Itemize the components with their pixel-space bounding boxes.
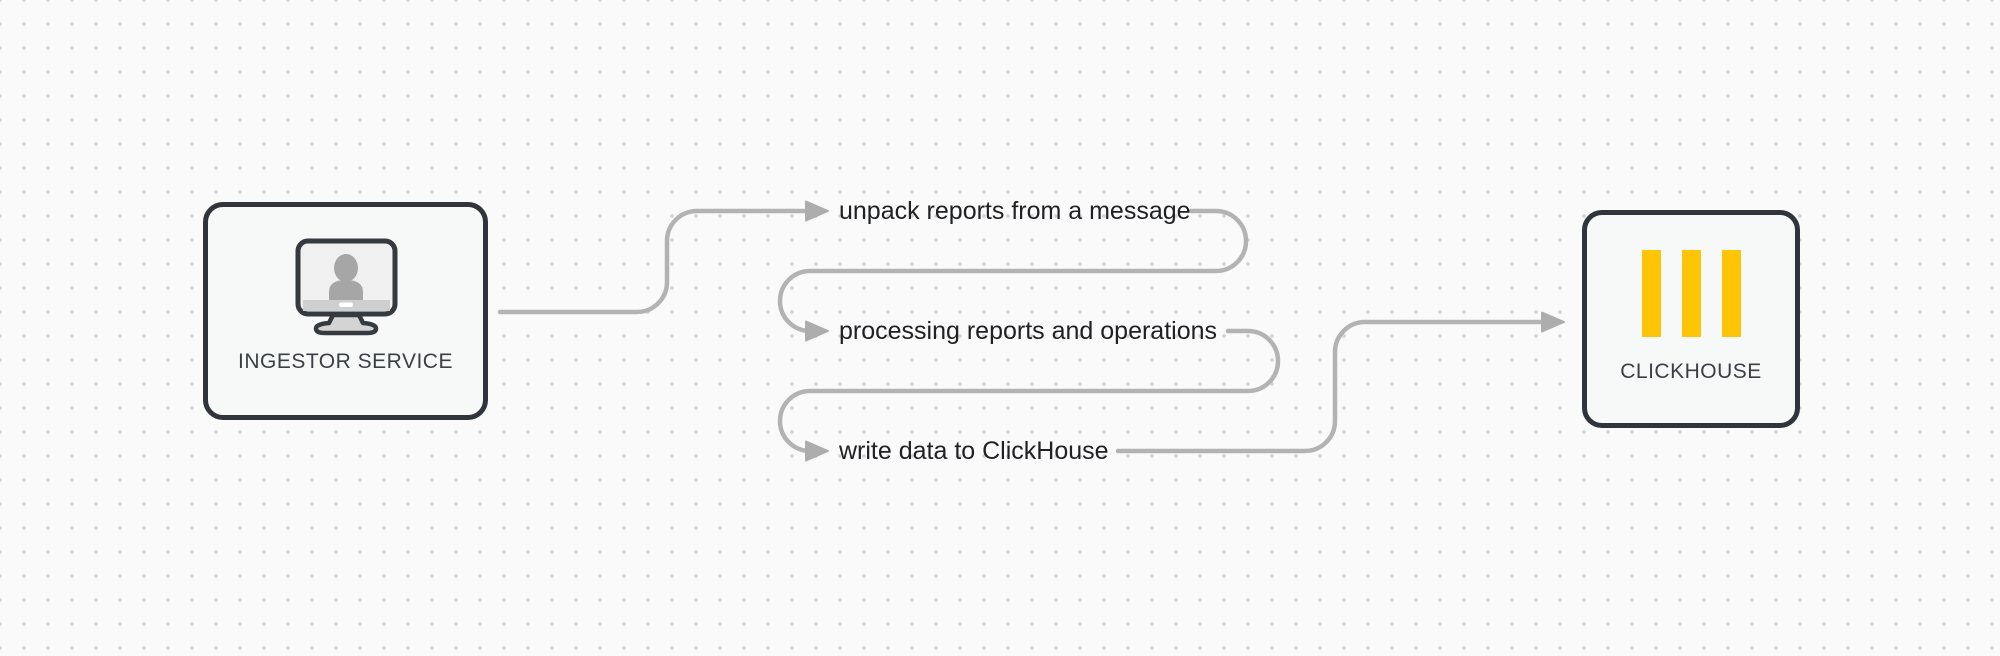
monitor-user-icon [295, 238, 397, 336]
step-label-write: write data to ClickHouse [839, 437, 1109, 465]
connector-step1-to-step2 [777, 208, 1249, 334]
arrowhead-icon [805, 440, 829, 462]
node-ingestor-service: INGESTOR SERVICE [203, 202, 488, 420]
connector-ingestor-to-step1 [497, 208, 809, 315]
arrowhead-icon [805, 200, 829, 222]
step-label-unpack: unpack reports from a message [839, 197, 1191, 225]
clickhouse-bar [1681, 250, 1701, 337]
node-clickhouse: CLICKHOUSE [1582, 210, 1800, 428]
clickhouse-bar [1721, 250, 1741, 337]
clickhouse-label: CLICKHOUSE [1620, 360, 1762, 383]
clickhouse-bars-icon [1641, 250, 1741, 337]
clickhouse-bar [1641, 250, 1661, 337]
connector-step2-to-step3 [777, 328, 1281, 454]
arrowhead-icon [1541, 311, 1565, 333]
arrowhead-icon [805, 320, 829, 342]
step-label-processing: processing reports and operations [839, 317, 1218, 345]
ingestor-service-label: INGESTOR SERVICE [238, 350, 453, 373]
